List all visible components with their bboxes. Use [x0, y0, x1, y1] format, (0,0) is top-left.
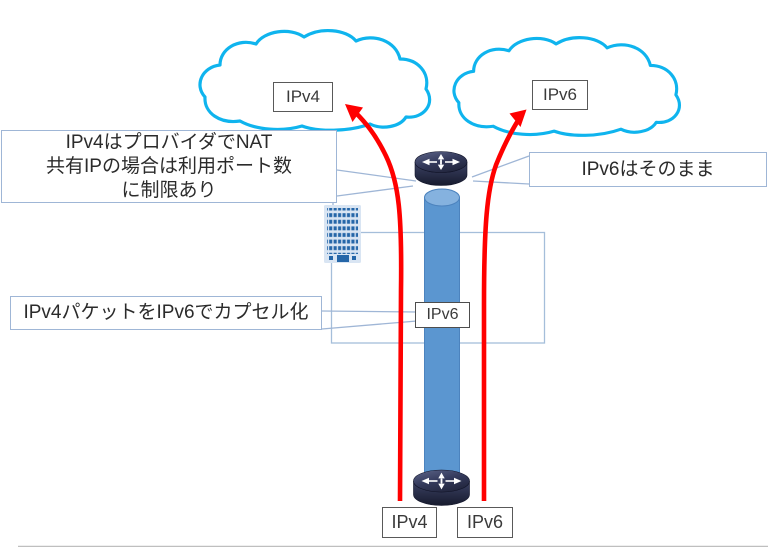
leader-line — [472, 180, 530, 185]
leader-line — [336, 169, 417, 182]
red-flow-arrow — [481, 109, 527, 501]
nat-note-line3: に制限あり — [121, 179, 217, 201]
router-arrows-glyph — [421, 472, 462, 490]
encapsulation-note-callout: IPv4パケットをIPv6でカプセル化 — [10, 296, 322, 330]
arrowhead — [509, 109, 527, 127]
tunnel-ipv6-label: IPv6 — [415, 302, 470, 328]
nat-note-line2: 共有IPの場合は利用ポート数 — [46, 155, 292, 177]
ipv6-tunnel-pipe — [424, 188, 460, 480]
router-icon — [414, 151, 468, 186]
leader-line — [471, 155, 530, 178]
endpoint-ipv4-label-text: IPv4 — [391, 512, 428, 532]
ipv6-note-text: IPv6はそのまま — [581, 158, 715, 180]
encapsulation-note-text: IPv4パケットをIPv6でカプセル化 — [23, 302, 309, 323]
ipv4-cloud-label: IPv4 — [273, 82, 333, 112]
tunnel-ipv6-label-text: IPv6 — [426, 306, 459, 323]
router-arrows-glyph — [422, 154, 460, 170]
ipv6-cloud-label-text: IPv6 — [542, 85, 578, 104]
red-flow-arrow — [345, 104, 404, 502]
router-icon — [413, 469, 470, 506]
nat-note-line1: IPv4はプロバイダでNAT — [65, 131, 273, 153]
nat-note-callout: IPv4はプロバイダでNAT 共有IPの場合は利用ポート数 に制限あり — [1, 130, 337, 203]
endpoint-ipv4-label: IPv4 — [382, 507, 437, 538]
arrowhead — [345, 104, 363, 122]
endpoint-ipv6-label: IPv6 — [457, 507, 513, 538]
ipv6-cloud-label: IPv6 — [532, 80, 588, 110]
endpoint-ipv6-label-text: IPv6 — [466, 512, 504, 532]
ipv4-cloud-icon — [198, 28, 432, 132]
office-building-icon — [324, 205, 361, 263]
leader-line — [336, 185, 414, 197]
ipv6-note-callout: IPv6はそのまま — [529, 152, 767, 187]
ipv4-cloud-label-text: IPv4 — [285, 87, 321, 106]
